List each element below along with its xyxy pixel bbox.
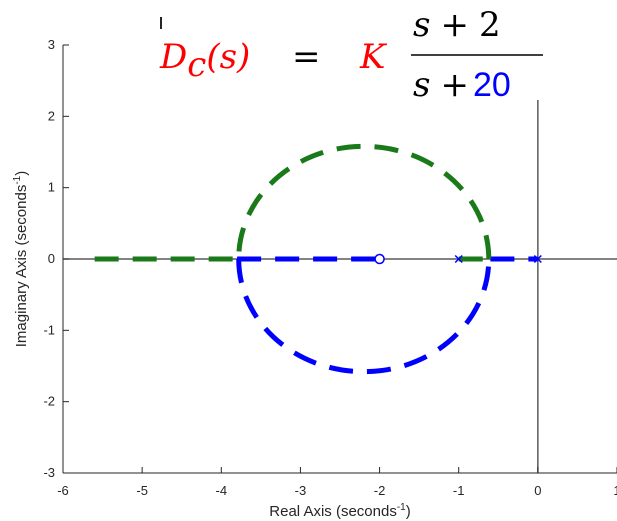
pole-zero-markers — [374, 253, 542, 265]
x-tick-label: -5 — [136, 483, 148, 498]
y-axis-label: Imaginary Axis (seconds-1) — [12, 171, 30, 347]
y-tick-label: 1 — [48, 180, 55, 195]
y-tick-label: -3 — [43, 465, 55, 480]
formula-lhs: Dc(s) — [159, 37, 250, 85]
pole-marker — [533, 254, 542, 264]
compensator-formula: Dc(s) = K s+2 s+20 — [159, 5, 543, 105]
locus-branches — [94, 143, 538, 375]
y-tick-label: -2 — [43, 394, 55, 409]
x-tick-label: -3 — [295, 483, 307, 498]
x-tick-label: -2 — [374, 483, 386, 498]
x-tick-label: 0 — [534, 483, 541, 498]
x-axis-label: Real Axis (seconds-1) — [269, 502, 410, 520]
x-tick-label: -6 — [57, 483, 69, 498]
y-tick-label: 3 — [48, 37, 55, 52]
cursor-mark — [160, 17, 162, 29]
y-tick-label: -1 — [43, 322, 55, 337]
x-tick-label: 1 — [613, 483, 617, 498]
x-tick-label: -4 — [216, 483, 228, 498]
formula-numerator: s+2 — [413, 5, 501, 45]
y-tick-label: 2 — [48, 108, 55, 123]
y-ticks: -3 -2 -1 0 1 2 3 — [43, 37, 69, 480]
locus-arc-blue — [236, 258, 492, 375]
origin-lines — [63, 100, 617, 473]
formula-denominator: s+20 — [413, 65, 511, 105]
x-tick-label: -1 — [453, 483, 465, 498]
x-ticks: -6 -5 -4 -3 -2 -1 0 1 — [57, 467, 617, 498]
formula-equals: = — [292, 37, 321, 77]
y-tick-label: 0 — [48, 251, 55, 266]
locus-arc-green — [236, 143, 492, 260]
pole-marker — [454, 254, 463, 264]
formula-gain: K — [359, 37, 388, 77]
zero-marker — [374, 253, 385, 265]
